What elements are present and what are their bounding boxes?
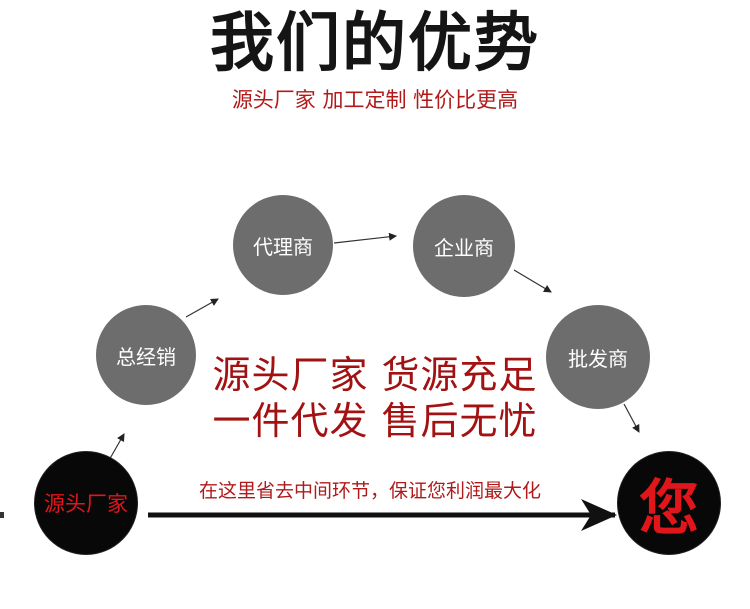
arrow-source-to-distributor: [107, 433, 125, 463]
center-text-line2: 一件代发 售后无忧: [212, 399, 538, 443]
node-agent: 代理商: [233, 195, 333, 295]
slogan-text: 在这里省去中间环节，保证您利润最大化: [198, 480, 541, 502]
node-you-label: 您: [639, 473, 699, 544]
node-wholesaler-label: 批发商: [568, 346, 628, 371]
node-you: 您: [618, 452, 720, 554]
node-source: 源头厂家: [35, 452, 137, 554]
node-agent-label: 代理商: [253, 234, 313, 259]
node-distributor: 总经销: [96, 305, 196, 405]
node-wholesaler: 批发商: [546, 305, 650, 409]
page-title: 我们的优势: [210, 7, 540, 81]
node-source-label: 源头厂家: [44, 492, 128, 516]
arrow-distributor-to-agent: [185, 298, 219, 318]
center-text-line1: 源头厂家 货源充足: [212, 353, 538, 397]
node-distributor-label: 总经销: [116, 344, 176, 369]
arrow-wholesaler-to-you: [623, 403, 640, 433]
left-edge-mark: [0, 512, 4, 518]
arrow-agent-to-enterprise: [333, 232, 397, 244]
node-enterprise: 企业商: [413, 195, 515, 297]
node-enterprise-label: 企业商: [434, 235, 494, 260]
page-subtitle: 源头厂家 加工定制 性价比更高: [231, 88, 519, 112]
arrow-enterprise-to-wholesaler: [513, 269, 552, 293]
